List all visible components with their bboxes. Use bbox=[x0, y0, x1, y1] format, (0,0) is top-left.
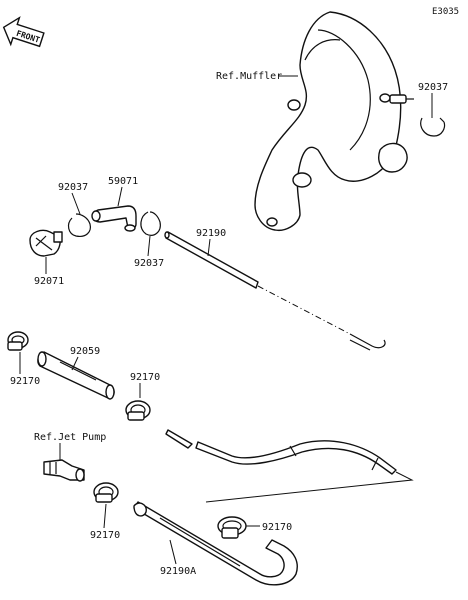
cap-92071-part bbox=[29, 229, 63, 257]
label-92170-bottom-right: 92170 bbox=[262, 522, 292, 533]
fitting-59071-part bbox=[91, 205, 137, 232]
front-arrow-icon: FRONT bbox=[2, 16, 45, 48]
tube-92190-part bbox=[164, 231, 386, 351]
label-59071: 59071 bbox=[108, 176, 138, 187]
jet-pump-fitting-part bbox=[43, 459, 85, 482]
muffler-ref-part bbox=[254, 11, 414, 232]
clamp-92170-bottom-right bbox=[217, 516, 247, 539]
label-92037-left-bottom: 92037 bbox=[134, 258, 164, 269]
label-92170-left: 92170 bbox=[10, 376, 40, 387]
clip-92037-top-right bbox=[420, 117, 446, 137]
label-92190A: 92190A bbox=[160, 566, 196, 577]
diagram-code: E3035 bbox=[432, 7, 459, 17]
clip-92037-left-top bbox=[67, 213, 91, 237]
hose-92059-part bbox=[37, 351, 115, 400]
label-92170-bottom-left: 92170 bbox=[90, 530, 120, 541]
clamp-92170-mid bbox=[125, 400, 151, 421]
label-92037-left-top: 92037 bbox=[58, 182, 88, 193]
hose-92190A-part bbox=[133, 501, 298, 586]
label-92059: 92059 bbox=[70, 346, 100, 357]
label-92170-mid: 92170 bbox=[130, 372, 160, 383]
clip-92037-left-bottom bbox=[140, 211, 161, 236]
label-92037-top-right: 92037 bbox=[418, 82, 448, 93]
label-92071: 92071 bbox=[34, 276, 64, 287]
label-ref-jet-pump: Ref.Jet Pump bbox=[34, 432, 106, 443]
clamp-92170-bottom-left bbox=[93, 482, 119, 503]
clamp-92170-left bbox=[7, 331, 29, 351]
label-92190: 92190 bbox=[196, 228, 226, 239]
hose-upper-part bbox=[165, 429, 414, 503]
label-ref-muffler: Ref.Muffler bbox=[216, 71, 282, 82]
